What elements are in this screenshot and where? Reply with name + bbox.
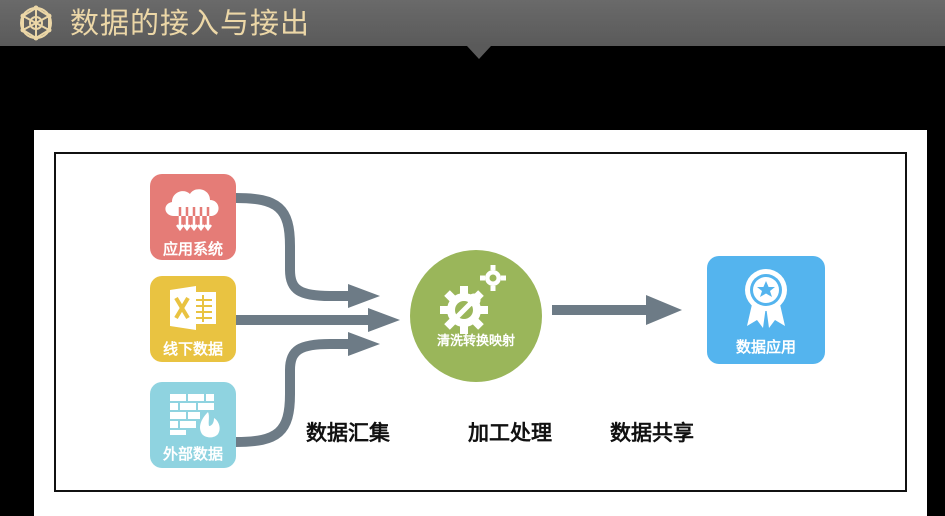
firewall-icon bbox=[170, 394, 220, 438]
process-node: 清洗转换映射 bbox=[410, 250, 542, 382]
source-card-app-system: 应用系统 bbox=[150, 174, 236, 260]
source-card-external-data: 外部数据 bbox=[150, 382, 236, 468]
stage-label-share: 数据共享 bbox=[610, 421, 694, 445]
source-label-external-data: 外部数据 bbox=[162, 445, 223, 463]
award-ribbon-icon bbox=[745, 269, 787, 328]
network-globe-icon bbox=[20, 5, 52, 41]
arrow-from-app-system bbox=[235, 193, 352, 301]
diagram-frame bbox=[54, 152, 907, 492]
excel-icon bbox=[170, 286, 216, 330]
cloud-download-icon bbox=[165, 189, 219, 232]
source-label-app-system: 应用系统 bbox=[162, 240, 223, 258]
output-card-data-app: 数据应用 bbox=[707, 256, 825, 364]
source-card-offline-data: 线下数据 bbox=[150, 276, 236, 362]
stage-label-process: 加工处理 bbox=[468, 421, 552, 445]
process-label: 清洗转换映射 bbox=[436, 334, 515, 349]
header-notch bbox=[467, 46, 491, 59]
stage-label-collect: 数据汇集 bbox=[306, 421, 390, 445]
output-label: 数据应用 bbox=[735, 338, 796, 356]
arrow-from-external-data bbox=[235, 339, 352, 447]
gears-wrench-icon bbox=[440, 265, 506, 334]
header-bar: 数据的接入与接出 bbox=[0, 0, 945, 46]
page-title: 数据的接入与接出 bbox=[70, 6, 311, 40]
source-label-offline-data: 线下数据 bbox=[162, 340, 223, 358]
